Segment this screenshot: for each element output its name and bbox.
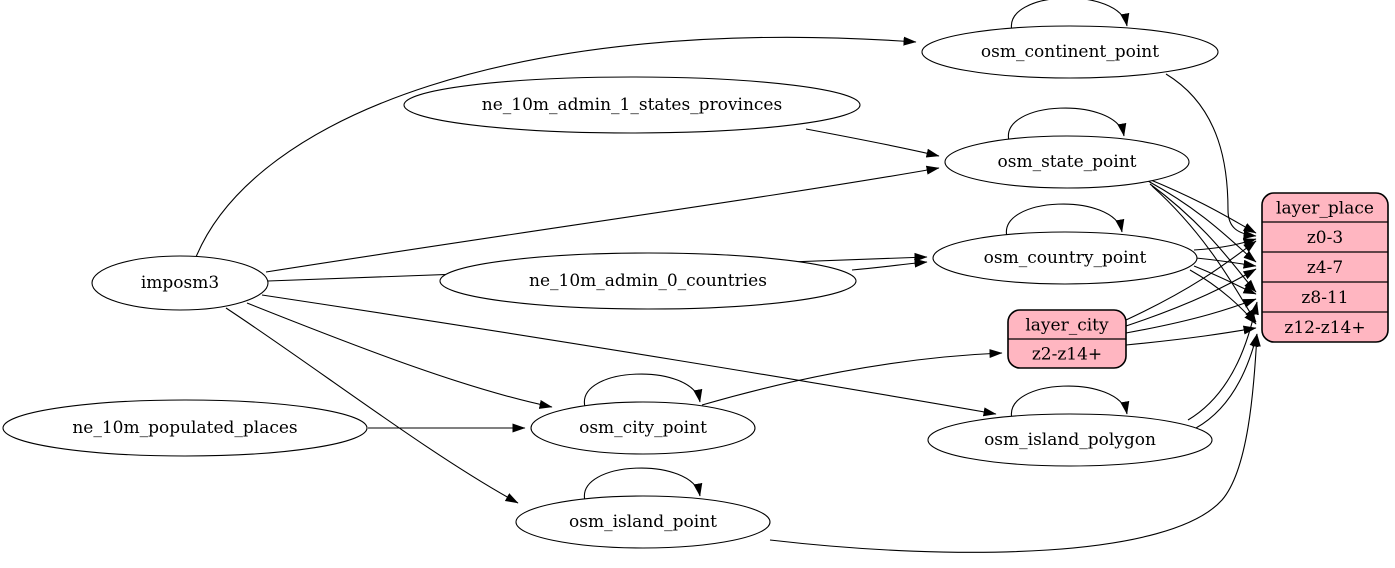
node-label: osm_state_point <box>998 152 1137 172</box>
node-imposm3: imposm3 <box>91 255 269 311</box>
node-label: osm_continent_point <box>981 42 1159 62</box>
record-row-z12-z14+: z12-z14+ <box>1284 318 1365 338</box>
node-label: osm_island_point <box>569 512 717 532</box>
edge-osm_island_polygon-to-layer_place-z8-11 <box>1187 301 1259 421</box>
edge-ne_10m_admin_0_countries-to-osm_country_point <box>851 258 928 271</box>
edge-osm_state_point-to-layer_place-z4-7 <box>1147 180 1257 263</box>
edge-imposm3-to-osm_island_point <box>225 307 519 504</box>
table-ellipse <box>921 25 1219 79</box>
node-label: imposm3 <box>141 273 219 293</box>
edge-osm_island_polygon-to-layer_place-z12-z14+ <box>1195 333 1259 429</box>
edge-osm_country_point-to-layer_place-z12-z14+ <box>1189 269 1257 325</box>
edge-osm_island_point-to-layer_place-z12-z14+ <box>769 333 1261 553</box>
node-label: osm_country_point <box>984 248 1147 268</box>
edge-osm_country_point-to-layer_place-z0-3 <box>1193 238 1257 251</box>
edge-imposm3-to-osm_state_point <box>265 165 940 273</box>
node-label: ne_10m_admin_0_countries <box>529 271 767 291</box>
edge-ne_10m_admin_1_states_provinces-to-osm_state_point <box>805 128 940 158</box>
table-ellipse <box>403 76 861 134</box>
table-ellipse <box>932 231 1198 285</box>
edge-osm_island_point-to-osm_island_point <box>584 467 703 502</box>
edge-layer_city-to-layer_place-z4-7 <box>1125 268 1257 327</box>
edge-osm_country_point-to-layer_place-z8-11 <box>1193 265 1257 295</box>
record-box <box>1261 192 1389 343</box>
record-row-z2-z14+: z2-z14+ <box>1032 345 1102 365</box>
node-label: osm_city_point <box>579 418 707 438</box>
edge-osm_country_point-to-layer_place-z4-7 <box>1195 257 1257 269</box>
record-row-z0-3: z0-3 <box>1307 228 1343 248</box>
node-osm_island_point: osm_island_point <box>515 495 771 549</box>
node-ne_10m_admin_0_countries: ne_10m_admin_0_countries <box>439 252 857 310</box>
table-ellipse <box>927 413 1213 467</box>
node-osm_city_point: osm_city_point <box>530 401 756 455</box>
edge-osm_continent_point-to-osm_continent_point <box>1011 0 1130 32</box>
node-ne_10m_populated_places: ne_10m_populated_places <box>2 399 368 457</box>
edge-imposm3-to-osm_island_polygon <box>261 294 997 417</box>
node-label: ne_10m_populated_places <box>72 418 297 438</box>
node-osm_island_polygon: osm_island_polygon <box>927 413 1213 467</box>
edge-osm_country_point-to-osm_country_point <box>1006 203 1125 238</box>
edge-osm_state_point-to-layer_place-z8-11 <box>1149 183 1257 293</box>
node-osm_continent_point: osm_continent_point <box>921 25 1219 79</box>
table-ellipse <box>515 495 771 549</box>
table-ellipse <box>439 252 857 310</box>
edge-layer_city-to-layer_place-z8-11 <box>1125 298 1257 334</box>
node-ne_10m_admin_1_states_provinces: ne_10m_admin_1_states_provinces <box>403 76 861 134</box>
node-layer_place: layer_place z0-3 z4-7 z8-11 z12-z14+ <box>1261 192 1389 343</box>
edge-osm_city_point-to-layer_city-z2-z14+ <box>701 349 1003 406</box>
edge-osm_state_point-to-osm_state_point <box>1008 107 1127 142</box>
nodes-layer: imposm3 ne_10m_admin_1_states_provincesne… <box>2 25 1389 549</box>
table-ellipse <box>2 399 368 457</box>
node-label: ne_10m_admin_1_states_provinces <box>482 95 782 115</box>
node-osm_country_point: osm_country_point <box>932 231 1198 285</box>
record-title: layer_place <box>1276 199 1374 219</box>
edge-osm_continent_point-to-layer_place-z0-3 <box>1165 73 1257 240</box>
table-ellipse <box>530 401 756 455</box>
edge-layer_city-to-layer_place-z0-3 <box>1125 240 1257 321</box>
record-title: layer_city <box>1025 316 1109 336</box>
record-row-z4-7: z4-7 <box>1307 258 1343 278</box>
node-osm_state_point: osm_state_point <box>944 135 1190 189</box>
node-label: osm_island_polygon <box>984 430 1156 450</box>
edge-layer_city-to-layer_place-z12-z14+ <box>1125 325 1257 346</box>
node-layer_city: layer_city z2-z14+ <box>1007 309 1127 369</box>
edge-imposm3-to-osm_city_point <box>246 302 553 409</box>
edge-imposm3-to-osm_continent_point <box>195 36 917 258</box>
edge-osm_state_point-to-layer_place-z0-3 <box>1145 177 1257 234</box>
table-ellipse <box>944 135 1190 189</box>
edge-osm_city_point-to-osm_city_point <box>584 373 703 408</box>
record-row-z8-11: z8-11 <box>1301 288 1348 308</box>
edges-layer <box>195 0 1261 553</box>
edge-osm_island_polygon-to-osm_island_polygon <box>1011 385 1130 420</box>
table-ellipse <box>91 255 269 311</box>
